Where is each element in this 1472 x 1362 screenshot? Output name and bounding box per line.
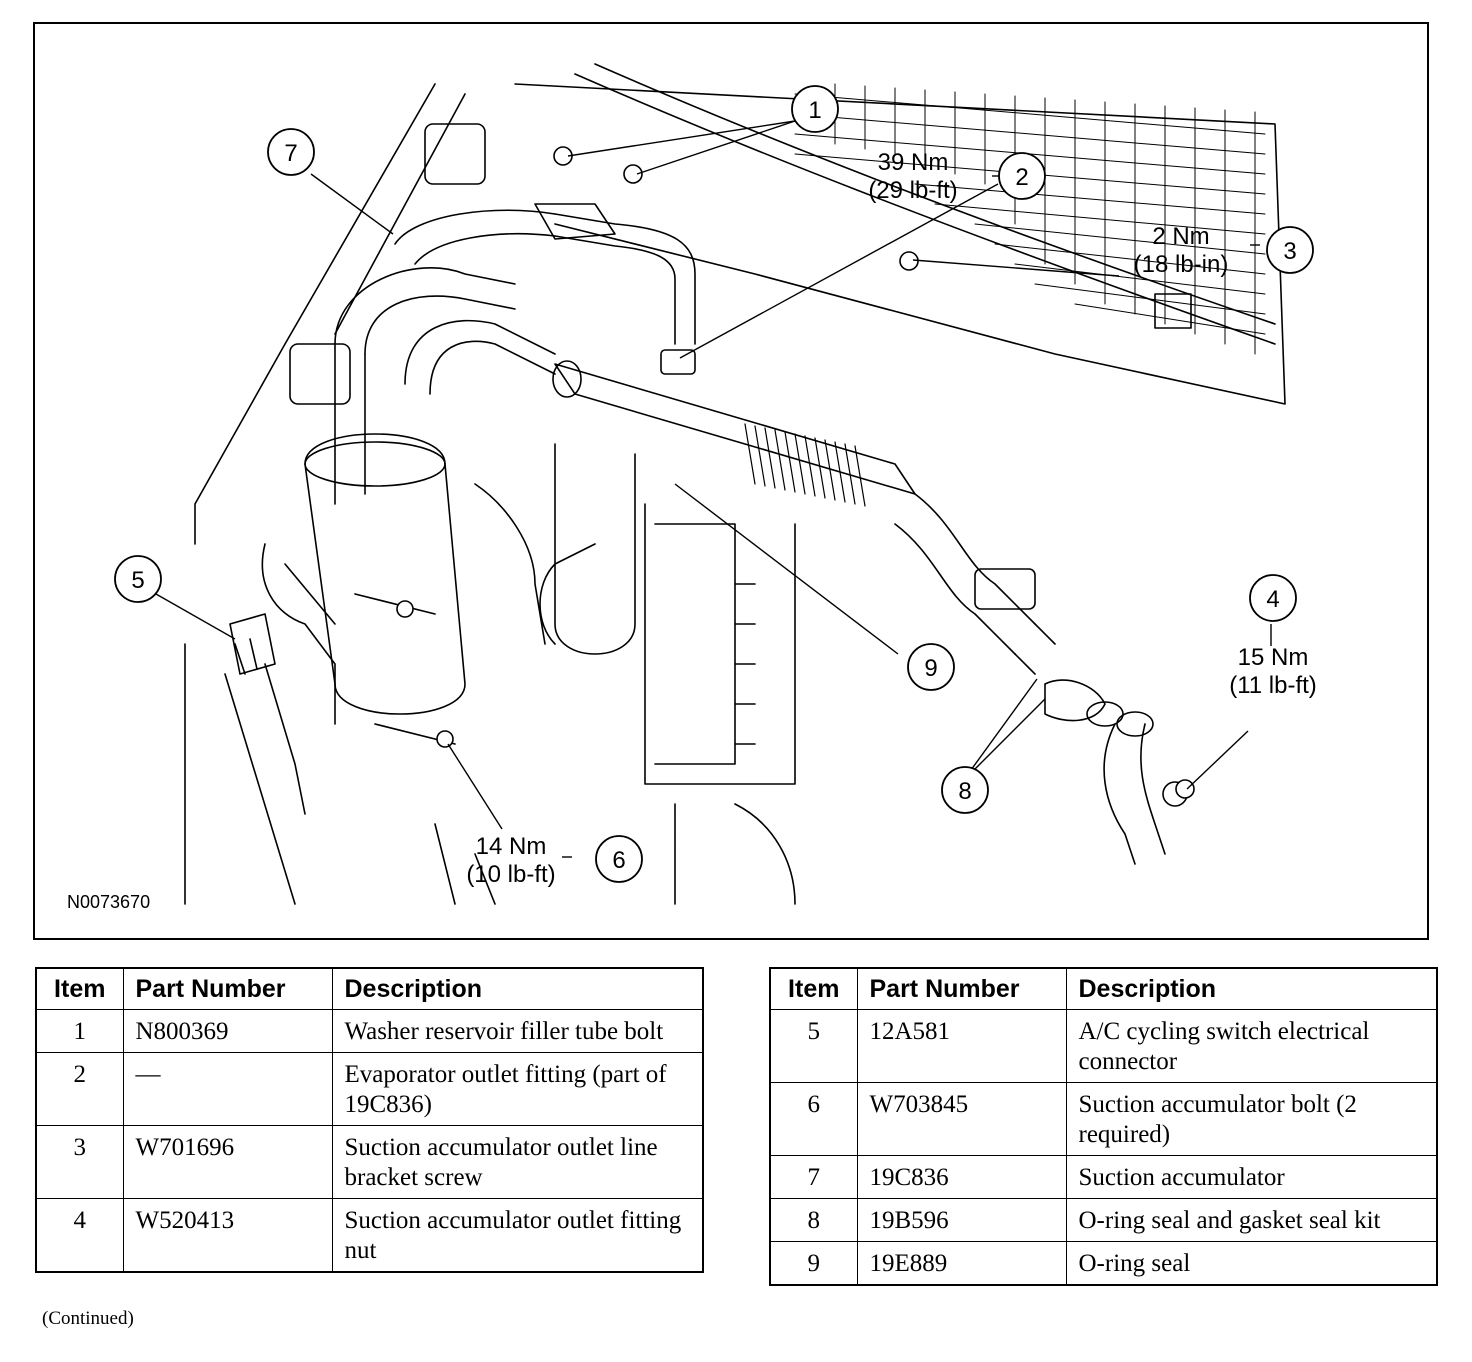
corrugated-hose <box>744 423 866 507</box>
callout-6-number: 6 <box>612 847 625 874</box>
description-cell: A/C cycling switch electrical connector <box>1065 1009 1438 1083</box>
item-cell: 7 <box>769 1155 858 1199</box>
torque-4-lbft: (11 lb-ft) <box>1229 672 1317 699</box>
header-part-number: Part Number <box>856 967 1067 1010</box>
bolts-and-fasteners <box>396 146 1195 799</box>
torque-4-nm: 15 Nm <box>1238 644 1309 671</box>
header-item: Item <box>769 967 858 1010</box>
part-number-cell: N800369 <box>122 1009 333 1053</box>
callout-8-number: 8 <box>958 778 971 805</box>
item-cell: 1 <box>35 1009 124 1053</box>
table-row: 1 N800369 Washer reservoir filler tube b… <box>35 1009 704 1053</box>
part-number-cell: 19B596 <box>856 1198 1067 1242</box>
item-cell: 5 <box>769 1009 858 1083</box>
callout-2-number: 2 <box>1015 164 1028 191</box>
table-row: 6 W703845 Suction accumulator bolt (2 re… <box>769 1082 1438 1156</box>
callout-2-circle <box>998 152 1046 200</box>
torque-3-nm: 2 Nm <box>1152 223 1209 250</box>
parts-table-right: Item Part Number Description 5 12A581 A/… <box>769 967 1438 1286</box>
torque-6-lbft: (10 lb-ft) <box>466 861 555 888</box>
table-row: 8 19B596 O-ring seal and gasket seal kit <box>769 1198 1438 1242</box>
description-cell: Suction accumulator outlet fitting nut <box>331 1198 704 1273</box>
table-row: 5 12A581 A/C cycling switch electrical c… <box>769 1009 1438 1083</box>
part-number-cell: W520413 <box>122 1198 333 1273</box>
table-row: 3 W701696 Suction accumulator outlet lin… <box>35 1125 704 1199</box>
header-part-number: Part Number <box>122 967 333 1010</box>
part-number-cell: W701696 <box>122 1125 333 1199</box>
item-cell: 6 <box>769 1082 858 1156</box>
callout-1-circle <box>791 85 839 133</box>
header-description: Description <box>1065 967 1438 1010</box>
part-number-cell: — <box>122 1052 333 1126</box>
continued-note: (Continued) <box>42 1308 134 1329</box>
header-item: Item <box>35 967 124 1010</box>
table-header-row: Item Part Number Description <box>35 967 704 1010</box>
item-cell: 3 <box>35 1125 124 1199</box>
item-cell: 9 <box>769 1241 858 1286</box>
description-cell: Suction accumulator <box>1065 1155 1438 1199</box>
callout-7-circle <box>267 128 315 176</box>
callout-4-number: 4 <box>1266 586 1279 613</box>
torque-6-nm: 14 Nm <box>476 833 547 860</box>
part-number-cell: 19C836 <box>856 1155 1067 1199</box>
description-cell: Suction accumulator outlet line bracket … <box>331 1125 704 1199</box>
torque-2-lbft: (29 lb-ft) <box>868 177 957 204</box>
callout-6-circle <box>595 835 643 883</box>
callout-9-circle <box>907 643 955 691</box>
leader-lines <box>155 120 1272 858</box>
callout-5-number: 5 <box>131 567 144 594</box>
callout-3-circle <box>1266 226 1314 274</box>
description-cell: O-ring seal <box>1065 1241 1438 1286</box>
callout-8-circle <box>941 766 989 814</box>
table-row: 4 W520413 Suction accumulator outlet fit… <box>35 1198 704 1273</box>
table-header-row: Item Part Number Description <box>769 967 1438 1010</box>
parts-table-left: Item Part Number Description 1 N800369 W… <box>35 967 704 1273</box>
part-number-cell: 12A581 <box>856 1009 1067 1083</box>
description-cell: Suction accumulator bolt (2 required) <box>1065 1082 1438 1156</box>
callout-numbers: 1 2 3 4 5 6 7 8 9 <box>131 97 1296 874</box>
torque-3-lbin: (18 lb-in) <box>1134 251 1229 278</box>
part-number-cell: W703845 <box>856 1082 1067 1156</box>
header-description: Description <box>331 967 704 1010</box>
description-cell: O-ring seal and gasket seal kit <box>1065 1198 1438 1242</box>
description-cell: Washer reservoir filler tube bolt <box>331 1009 704 1053</box>
callout-circles <box>114 85 1314 883</box>
item-cell: 4 <box>35 1198 124 1273</box>
part-number-cell: 19E889 <box>856 1241 1067 1286</box>
callout-1-number: 1 <box>808 97 821 124</box>
table-row: 2 — Evaporator outlet fitting (part of 1… <box>35 1052 704 1126</box>
torque-2-nm: 39 Nm <box>878 149 949 176</box>
callout-7-number: 7 <box>284 140 297 167</box>
item-cell: 8 <box>769 1198 858 1242</box>
callout-5-circle <box>114 555 162 603</box>
diagram-canvas: 1 2 3 4 5 6 7 8 9 39 Nm (29 lb-ft) 2 Nm … <box>67 63 1317 912</box>
cowl-grille <box>794 83 1266 355</box>
callout-9-number: 9 <box>924 655 937 682</box>
callout-3-number: 3 <box>1283 238 1296 265</box>
table-row: 9 19E889 O-ring seal <box>769 1241 1438 1286</box>
table-row: 7 19C836 Suction accumulator <box>769 1155 1438 1199</box>
component-linework <box>184 63 1286 905</box>
torque-labels: 39 Nm (29 lb-ft) 2 Nm (18 lb-in) 15 Nm (… <box>466 149 1316 888</box>
description-cell: Evaporator outlet fitting (part of 19C83… <box>331 1052 704 1126</box>
figure-id: N0073670 <box>67 892 150 912</box>
callout-4-circle <box>1249 574 1297 622</box>
item-cell: 2 <box>35 1052 124 1126</box>
exploded-view-diagram: 1 2 3 4 5 6 7 8 9 39 Nm (29 lb-ft) 2 Nm … <box>33 22 1429 940</box>
